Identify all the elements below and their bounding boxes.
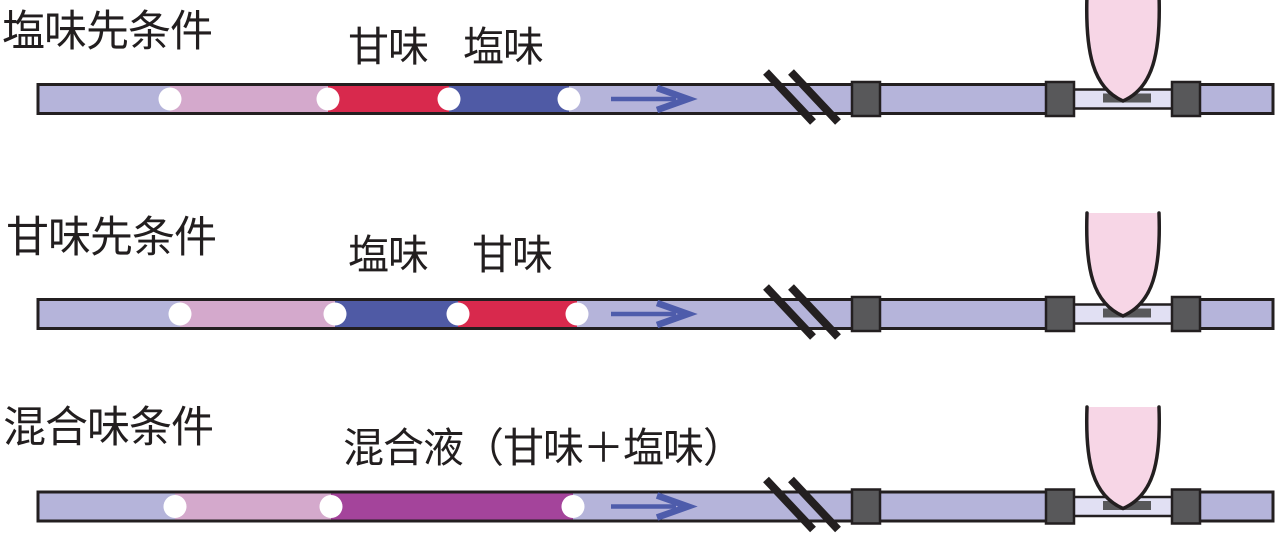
- pinch-clamp: [850, 80, 882, 118]
- boundary-bubble: [557, 87, 581, 111]
- tongue: [1084, 405, 1162, 511]
- row-mixed-taste: 混合味条件 混合液（甘味＋塩味）: [3, 404, 1275, 533]
- taste-segment-red: [328, 86, 449, 112]
- pinch-clamp: [1170, 295, 1202, 333]
- flow-arrow-head: [655, 84, 698, 114]
- boundary-bubble: [446, 302, 470, 326]
- tube-break-mark: [763, 69, 816, 125]
- boundary-bubble: [168, 302, 192, 326]
- boundary-bubble: [319, 495, 343, 518]
- flow-arrow-head: [655, 299, 698, 329]
- tube-break-mark: [788, 476, 841, 533]
- tube-assembly: [36, 0, 1275, 125]
- tube-segment-label-sweet: 甘味: [348, 24, 428, 70]
- tube-assembly: [36, 405, 1275, 533]
- pinch-clamp: [850, 488, 882, 525]
- pinch-clamp: [1044, 295, 1076, 333]
- condition-label: 甘味先条件: [6, 214, 216, 262]
- boundary-bubble: [437, 87, 461, 111]
- pinch-clamp: [1044, 80, 1076, 118]
- boundary-bubble: [561, 495, 585, 518]
- taste-segment-blue: [449, 86, 569, 112]
- taste-segment-pink: [170, 86, 328, 112]
- taste-segment-purple: [331, 493, 573, 520]
- tube-segment-label-salty: 塩味: [348, 232, 428, 278]
- tongue: [1084, 0, 1162, 103]
- row-salty-first: 塩味先条件 甘味 塩味: [2, 0, 1275, 125]
- condition-label: 塩味先条件: [2, 8, 212, 56]
- boundary-bubble: [158, 87, 182, 111]
- taste-segment-red: [458, 301, 577, 327]
- tube-segment-label-sweet: 甘味: [472, 232, 552, 278]
- pinch-clamp: [850, 295, 882, 333]
- tube-segment-label-mixed: 混合液（甘味＋塩味）: [343, 425, 743, 471]
- condition-label: 混合味条件: [3, 404, 213, 452]
- boundary-bubble: [316, 87, 340, 111]
- tube-assembly: [36, 211, 1275, 340]
- tube-break-mark: [788, 69, 841, 125]
- tube-break-mark: [763, 476, 816, 533]
- boundary-bubble: [323, 302, 347, 326]
- tube-break-mark: [788, 284, 841, 340]
- taste-segment-pink: [180, 301, 335, 327]
- row-sweet-first: 甘味先条件 塩味 甘味: [6, 211, 1275, 340]
- pinch-clamp: [1170, 80, 1202, 118]
- boundary-bubble: [163, 495, 187, 518]
- taste-segment-pink: [175, 493, 331, 520]
- pinch-clamp: [1170, 488, 1202, 525]
- tube-segment-label-salty: 塩味: [463, 24, 543, 70]
- taste-segment-blue: [335, 301, 458, 327]
- pinch-clamp: [1044, 488, 1076, 525]
- boundary-bubble: [565, 302, 589, 326]
- flow-arrow-head: [655, 492, 698, 521]
- tongue: [1084, 211, 1162, 318]
- tube-break-mark: [763, 284, 816, 340]
